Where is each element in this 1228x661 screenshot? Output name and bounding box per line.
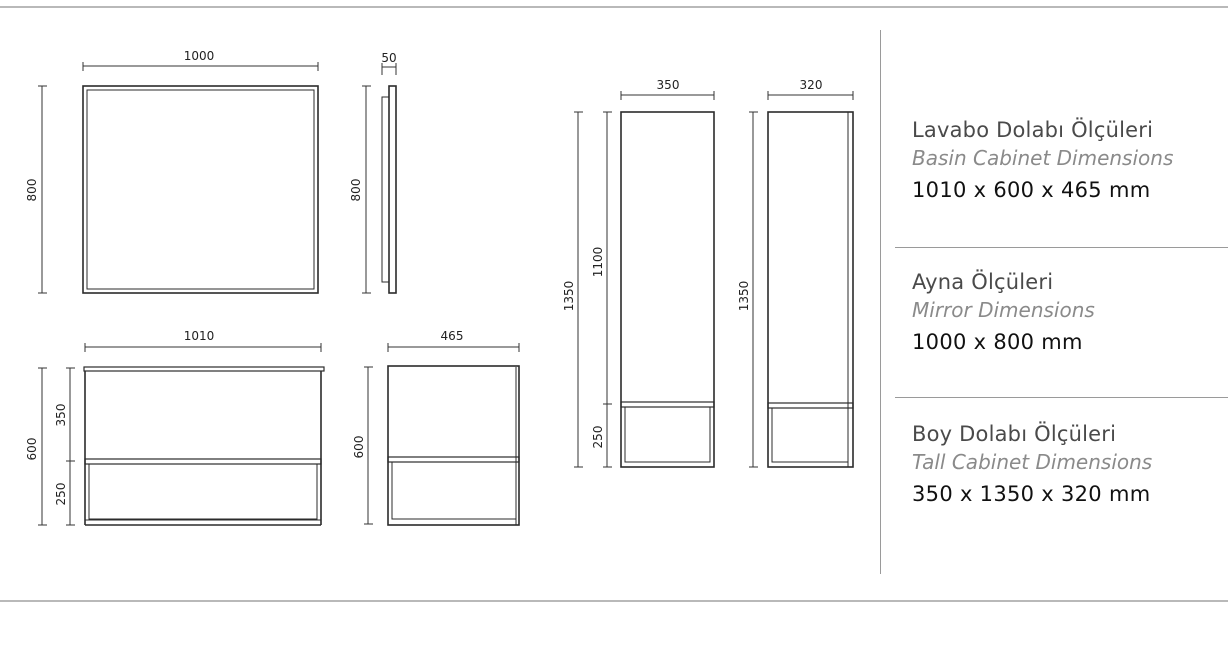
dim-tall-side-height: 1350 (737, 111, 758, 468)
mirror-frame-inner (86, 89, 315, 290)
spec-tall-title-tr: Boy Dolabı Ölçüleri (912, 422, 1117, 446)
mirror-frame-outer (82, 85, 319, 294)
mirror-front-view (82, 85, 319, 294)
basin-cabinet-front-view (83, 366, 325, 526)
bottom-border (0, 600, 1228, 602)
basin-side-shelf (387, 456, 520, 463)
spec-mirror-value: 1000 x 800 mm (912, 330, 1083, 354)
vertical-divider (880, 30, 881, 574)
dim-basin-depth: 465 (387, 329, 520, 352)
dim-tall-height: 1350 (562, 111, 583, 468)
spec-basin-cabinet: Lavabo Dolabı Ölçüleri Basin Cabinet Dim… (912, 118, 1173, 202)
spec-basin-title-en: Basin Cabinet Dimensions (912, 146, 1174, 170)
spec-mirror: Ayna Ölçüleri Mirror Dimensions 1000 x 8… (912, 270, 1095, 354)
dim-basin-upper-lower: 350 250 (54, 367, 75, 526)
dim-label-basin-width: 1010 (184, 329, 215, 343)
technical-drawing: 1000 800 50 800 (25, 49, 854, 526)
dim-label-basin-height: 600 (25, 438, 39, 461)
dim-basin-width: 1010 (84, 329, 322, 352)
dim-tall-depth: 320 (767, 78, 854, 100)
dim-label-tall-upper: 1100 (591, 247, 605, 278)
dim-label-tall-side-height: 1350 (737, 281, 751, 312)
tall-front-open-shelf (624, 406, 711, 463)
dim-label-basin-lower: 250 (54, 483, 68, 506)
tall-side-shelf (767, 402, 854, 409)
mirror-side-body (388, 85, 397, 294)
mirror-side-back (381, 96, 390, 283)
dim-label-tall-depth: 320 (800, 78, 823, 92)
tall-front-body (620, 111, 715, 468)
dim-label-basin-upper: 350 (54, 404, 68, 427)
tall-side-body (767, 111, 854, 468)
mirror-side-view (381, 85, 397, 294)
tall-cabinet-front-view (620, 111, 715, 468)
dim-label-mirror-side-height: 800 (349, 179, 363, 202)
basin-countertop (83, 366, 325, 372)
dim-basin-side-height: 600 (352, 366, 373, 525)
basin-side-body (387, 365, 520, 526)
dim-mirror-width: 1000 (82, 49, 319, 71)
basin-cabinet-side-view (387, 365, 520, 526)
tall-cabinet-side-view (767, 111, 854, 468)
tall-front-shelf (620, 401, 715, 408)
spec-divider-2 (895, 397, 1228, 398)
top-border (0, 6, 1228, 8)
basin-shelf (84, 458, 322, 465)
dim-mirror-depth: 50 (381, 51, 397, 75)
dim-tall-width: 350 (620, 78, 715, 100)
spec-basin-title-tr: Lavabo Dolabı Ölçüleri (912, 118, 1154, 142)
dim-label-mirror-width: 1000 (184, 49, 215, 63)
dim-label-mirror-depth: 50 (381, 51, 396, 65)
dim-tall-upper-lower: 1100 250 (591, 111, 612, 468)
spec-mirror-title-tr: Ayna Ölçüleri (912, 270, 1054, 294)
dim-mirror-side-height: 800 (349, 85, 371, 294)
basin-open-shelf (88, 463, 318, 520)
dim-label-tall-width: 350 (657, 78, 680, 92)
dim-label-basin-side-height: 600 (352, 436, 366, 459)
dim-label-tall-lower: 250 (591, 426, 605, 449)
spec-tall-title-en: Tall Cabinet Dimensions (912, 450, 1153, 474)
spec-mirror-title-en: Mirror Dimensions (912, 298, 1095, 322)
dim-label-tall-height: 1350 (562, 281, 576, 312)
dim-basin-height: 600 (25, 367, 47, 526)
spec-basin-value: 1010 x 600 x 465 mm (912, 178, 1151, 202)
spec-tall-cabinet: Boy Dolabı Ölçüleri Tall Cabinet Dimensi… (912, 422, 1152, 506)
dim-label-mirror-height: 800 (25, 179, 39, 202)
spec-divider-1 (895, 247, 1228, 248)
spec-tall-value: 350 x 1350 x 320 mm (912, 482, 1151, 506)
dim-label-basin-depth: 465 (441, 329, 464, 343)
dim-mirror-height: 800 (25, 85, 47, 294)
